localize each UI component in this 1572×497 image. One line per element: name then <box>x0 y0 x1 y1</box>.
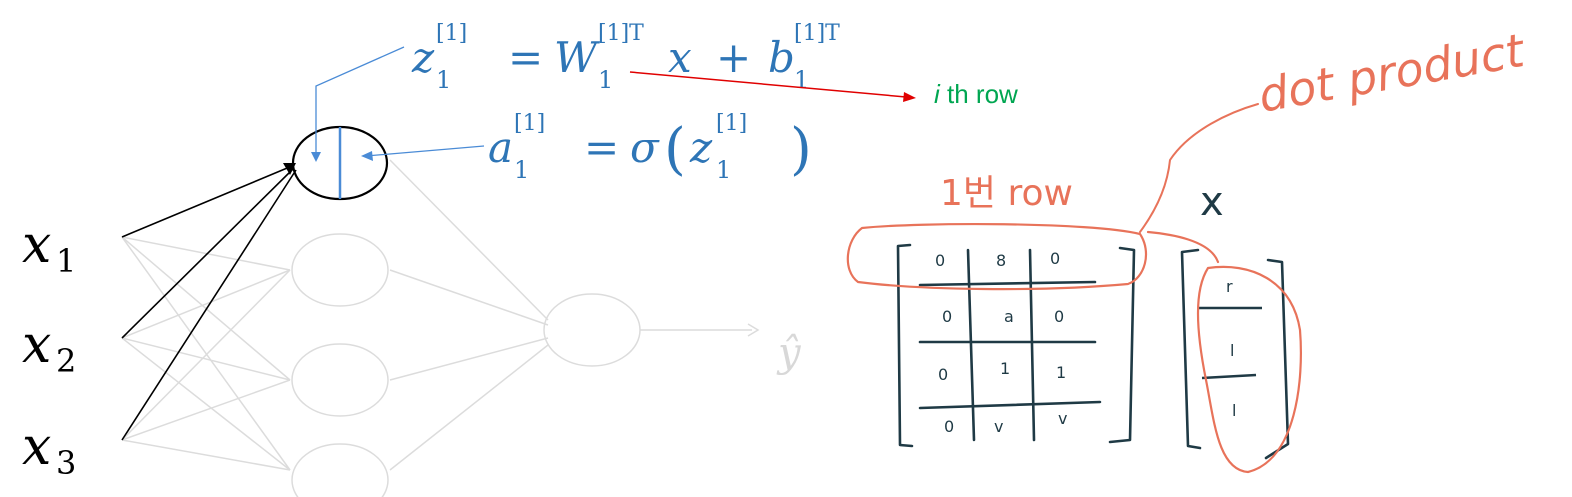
svg-text:x: x <box>22 417 51 477</box>
handwriting-first-row: 1번 row <box>940 173 1073 214</box>
row-arrow <box>629 71 916 102</box>
svg-text:[1]T: [1]T <box>598 21 644 46</box>
vector-cells: r l l <box>1226 277 1236 420</box>
svg-text:dot product: dot product <box>1255 23 1530 123</box>
svg-text:0: 0 <box>944 417 954 436</box>
svg-text:x: x <box>22 215 51 275</box>
svg-text:z: z <box>689 123 713 172</box>
z-equation: z [1] 1 = W [1]T 1 x + b [1]T 1 <box>411 21 840 94</box>
a-equation: a [1] 1 = σ ( z [1] 1 ) <box>488 111 812 184</box>
hidden-node-1 <box>291 125 389 201</box>
matrix-cells: 0 8 0 0 a 0 0 1 1 0 v v <box>935 249 1067 436</box>
handwriting-circles <box>846 222 1302 474</box>
input-x3: x 3 <box>22 417 76 482</box>
svg-text:[1]: [1] <box>436 21 467 46</box>
svg-text:x: x <box>668 33 692 82</box>
faded-network <box>121 159 760 497</box>
svg-text:[1]: [1] <box>514 111 545 136</box>
svg-text:a: a <box>1004 307 1014 326</box>
equation-pointers <box>311 46 485 162</box>
svg-text:1: 1 <box>1000 359 1010 378</box>
svg-text:(: ( <box>664 117 686 182</box>
svg-text:0: 0 <box>935 251 945 270</box>
svg-text:W: W <box>554 33 601 82</box>
svg-text:v: v <box>994 417 1003 436</box>
handwriting-x: x <box>1200 179 1224 225</box>
svg-text:σ: σ <box>630 123 660 172</box>
svg-text:l: l <box>1232 401 1236 420</box>
svg-text:): ) <box>790 117 812 182</box>
svg-text:[1]T: [1]T <box>794 21 840 46</box>
row-label: i th row <box>934 79 1018 109</box>
svg-text:1: 1 <box>514 156 529 184</box>
svg-text:[1]: [1] <box>716 111 747 136</box>
svg-text:3: 3 <box>56 444 76 482</box>
output-label: ŷ <box>776 330 802 376</box>
svg-text:1: 1 <box>436 66 451 94</box>
svg-text:=: = <box>508 33 543 82</box>
svg-text:=: = <box>584 123 619 172</box>
svg-text:1: 1 <box>716 156 731 184</box>
svg-text:0: 0 <box>938 365 948 384</box>
hidden-node-3 <box>291 343 389 417</box>
svg-text:1: 1 <box>1056 363 1066 382</box>
handwritten-matrix <box>896 243 1136 448</box>
svg-text:8: 8 <box>996 251 1006 270</box>
svg-text:z: z <box>411 33 435 82</box>
svg-text:v: v <box>1058 409 1067 428</box>
svg-text:0: 0 <box>942 307 952 326</box>
svg-text:x: x <box>22 315 51 375</box>
svg-text:1: 1 <box>794 66 809 94</box>
svg-text:+: + <box>716 33 751 82</box>
active-edges <box>121 163 297 441</box>
svg-text:1: 1 <box>598 66 613 94</box>
hidden-node-2 <box>291 233 389 307</box>
output-node <box>543 293 641 367</box>
input-x1: x 1 <box>22 215 76 280</box>
svg-text:0: 0 <box>1054 307 1064 326</box>
svg-text:b: b <box>768 33 795 82</box>
svg-text:1: 1 <box>56 242 76 280</box>
svg-text:2: 2 <box>56 342 76 380</box>
input-x2: x 2 <box>22 315 76 380</box>
svg-text:l: l <box>1230 341 1234 360</box>
handwriting-dot-product: dot product <box>1139 23 1530 233</box>
svg-text:a: a <box>488 123 513 172</box>
svg-text:0: 0 <box>1050 249 1060 268</box>
svg-text:r: r <box>1226 277 1233 296</box>
hidden-node-4 <box>291 443 389 497</box>
